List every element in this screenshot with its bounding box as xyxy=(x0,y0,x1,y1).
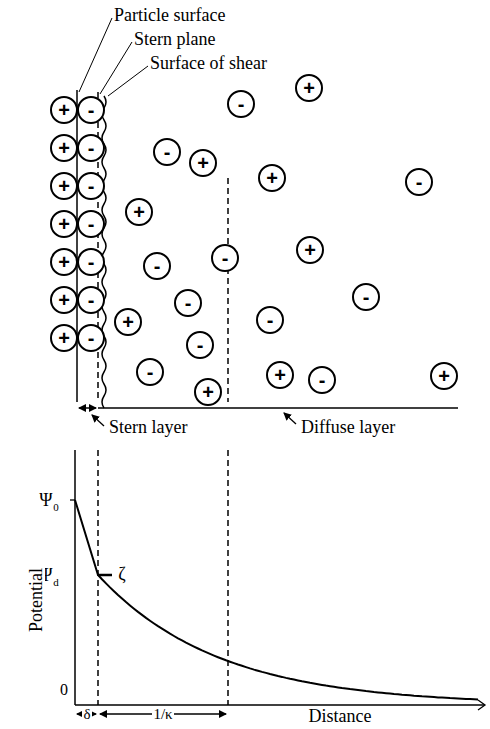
ion-circle: - xyxy=(211,244,239,272)
ion-circle: - xyxy=(136,358,164,386)
ion-charge: - xyxy=(363,287,370,307)
ion-circle: - xyxy=(77,324,105,352)
ion-circle: - xyxy=(308,366,336,394)
pointer-arrow xyxy=(92,415,104,426)
ion-charge: - xyxy=(319,370,326,390)
ion-charge: - xyxy=(185,293,192,313)
ion-circle: - xyxy=(186,331,214,359)
ion-charge: + xyxy=(122,312,134,332)
ion-charge: + xyxy=(304,240,316,260)
diffuse-boundary-line xyxy=(227,178,229,402)
ion-charge: - xyxy=(164,142,171,162)
layer-label: Stern layer xyxy=(108,418,188,436)
ion-charge: + xyxy=(274,365,286,385)
ion-circle: - xyxy=(153,138,181,166)
zeta-symbol: ζ xyxy=(117,565,126,583)
axis-symbol: Ψ xyxy=(38,491,53,509)
ion-circle: + xyxy=(50,210,78,238)
ion-charge: + xyxy=(58,138,70,158)
ion-circle: + xyxy=(125,198,153,226)
ion-charge: + xyxy=(303,78,315,98)
ion-circle: + xyxy=(50,96,78,124)
ion-charge: - xyxy=(88,328,95,348)
ion-charge: + xyxy=(58,252,70,272)
ion-circle: + xyxy=(50,248,78,276)
label-text: Stern plane xyxy=(133,30,216,48)
ion-charge: + xyxy=(197,153,209,173)
ion-charge: + xyxy=(58,100,70,120)
ion-circle: - xyxy=(77,286,105,314)
axis-arrow xyxy=(478,700,485,710)
ion-charge: + xyxy=(266,168,278,188)
ion-circle: - xyxy=(405,168,433,196)
ion-circle: + xyxy=(295,74,323,102)
ion-charge: - xyxy=(416,172,423,192)
ion-charge: - xyxy=(147,362,154,382)
pointer-arrow xyxy=(284,413,296,424)
ion-charge: - xyxy=(222,248,229,268)
ion-charge: + xyxy=(58,214,70,234)
ion-circle: - xyxy=(227,90,255,118)
ion-charge: - xyxy=(238,94,245,114)
ion-charge: + xyxy=(58,176,70,196)
leader-line xyxy=(108,66,148,96)
ion-circle: + xyxy=(430,362,458,390)
ion-circle: - xyxy=(77,172,105,200)
ion-charge: - xyxy=(88,214,95,234)
stern-plane-line xyxy=(97,450,99,705)
y-axis xyxy=(74,450,76,705)
ion-charge: - xyxy=(88,138,95,158)
leader-line xyxy=(79,18,112,92)
subscript: d xyxy=(52,577,60,588)
ion-circle: - xyxy=(174,289,202,317)
ion-charge: + xyxy=(438,366,450,386)
ion-circle: - xyxy=(77,134,105,162)
label-text: Surface of shear xyxy=(149,54,268,72)
ion-circle: + xyxy=(258,164,286,192)
ion-circle: + xyxy=(296,236,324,264)
dimension-label: 1/κ xyxy=(152,707,173,722)
axis-tick-label: 0 xyxy=(59,682,69,698)
subscript: 0 xyxy=(52,502,60,513)
layer-label: Diffuse layer xyxy=(300,418,396,436)
ion-circle: + xyxy=(50,324,78,352)
particle-surface-line xyxy=(76,90,78,402)
ion-circle: + xyxy=(266,361,294,389)
axis-title: Distance xyxy=(308,707,373,725)
ion-charge: - xyxy=(197,335,204,355)
ion-circle: + xyxy=(194,378,222,406)
ion-circle: - xyxy=(77,210,105,238)
ion-charge: - xyxy=(88,176,95,196)
ion-charge: + xyxy=(133,202,145,222)
ion-circle: + xyxy=(50,172,78,200)
dimension-label: δ xyxy=(82,707,91,722)
ion-circle: - xyxy=(77,96,105,124)
ion-charge: - xyxy=(88,252,95,272)
ion-charge: - xyxy=(267,310,274,330)
layer-axis xyxy=(98,407,458,409)
ion-circle: - xyxy=(256,306,284,334)
ion-circle: + xyxy=(50,134,78,162)
ion-circle: + xyxy=(189,149,217,177)
ion-charge: + xyxy=(58,328,70,348)
ion-charge: - xyxy=(88,290,95,310)
label-text: Particle surface xyxy=(113,6,226,24)
ion-charge: + xyxy=(202,382,214,402)
x-axis xyxy=(75,704,484,706)
axis-title: Potential xyxy=(27,567,45,633)
stern-layer-arrow xyxy=(79,407,96,409)
ion-charge: + xyxy=(58,290,70,310)
ion-circle: + xyxy=(50,286,78,314)
leader-line xyxy=(100,42,132,94)
ion-circle: - xyxy=(352,283,380,311)
ion-circle: - xyxy=(143,252,171,280)
ion-charge: - xyxy=(154,256,161,276)
ion-charge: - xyxy=(88,100,95,120)
potential-curve xyxy=(75,500,478,700)
ion-circle: + xyxy=(114,308,142,336)
ion-circle: - xyxy=(77,248,105,276)
debye-length-line xyxy=(227,450,229,705)
